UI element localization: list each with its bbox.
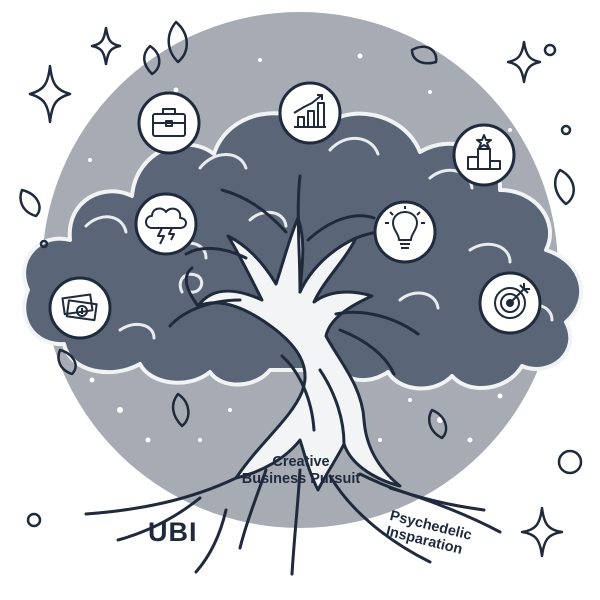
podium-badge (452, 123, 516, 187)
ubi-label: UBI (148, 517, 198, 547)
decorations (19, 20, 583, 558)
leaf-icon (19, 188, 41, 218)
ring-icon (560, 124, 572, 136)
growth-chart-badge (278, 81, 342, 145)
ring-icon (557, 449, 583, 475)
sparkle-icon (520, 506, 564, 558)
target-badge (478, 271, 542, 335)
creative-label-line1: Creative (272, 454, 330, 470)
leaf-icon (410, 45, 438, 65)
podium-star-icon (467, 134, 501, 170)
sparkle-icon (506, 40, 542, 84)
snow-dots (58, 53, 522, 443)
leaf-icon (171, 392, 190, 428)
target-arrow-icon (494, 283, 530, 319)
lightbulb-icon (385, 206, 425, 249)
briefcase-badge (137, 91, 201, 155)
sparkle-icon (90, 26, 122, 66)
creative-business-label: Creative Business Pursuit (226, 454, 376, 488)
leaf-icon (167, 20, 188, 64)
ring-icon (26, 512, 42, 528)
leaf-icon (143, 44, 161, 76)
briefcase-icon (152, 108, 186, 137)
storm-cloud-icon (145, 207, 187, 245)
ring-icon (543, 43, 557, 57)
money-icon (61, 293, 98, 322)
leaf-icon (57, 348, 77, 376)
ring-icon (39, 239, 49, 249)
lightbulb-badge (373, 200, 437, 264)
growth-chart-icon (293, 94, 326, 128)
leaf-icon (553, 168, 575, 206)
creative-label-line2: Business Pursuit (241, 471, 361, 487)
storm-cloud-badge (134, 192, 198, 256)
leaf-icon (428, 408, 448, 440)
money-badge (48, 276, 112, 340)
tree-roots (84, 468, 502, 576)
sparkle-icon (28, 64, 72, 124)
